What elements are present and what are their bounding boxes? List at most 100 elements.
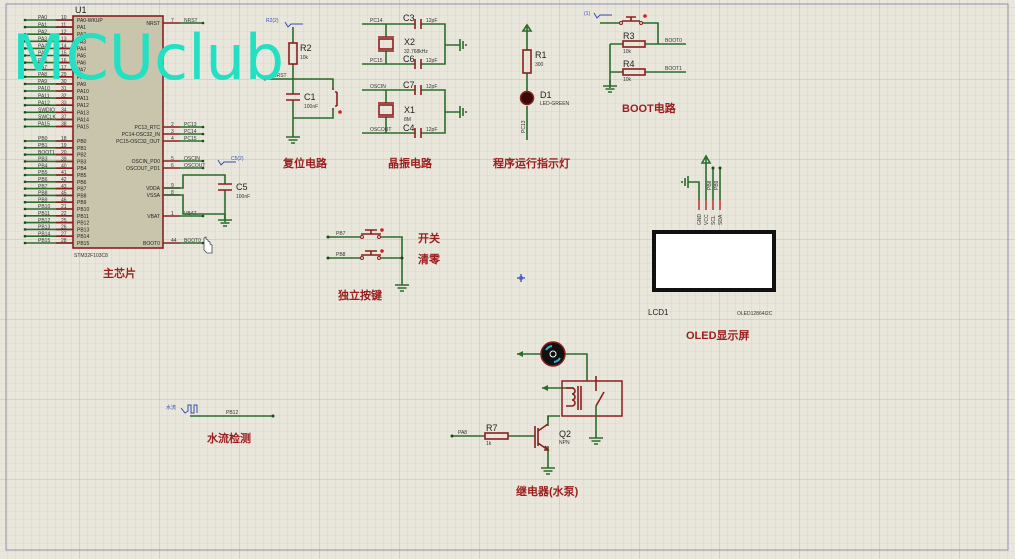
mcu-pin-name: PB1 (77, 146, 87, 152)
oled-display[interactable]: PB8 PB9 GND VCC SCL SDA LCD1 OLED12864I2… (648, 154, 776, 342)
mcu-pin-number: 33 (61, 100, 67, 106)
r1-ref: R1 (535, 50, 547, 60)
oled-screen[interactable] (652, 230, 776, 292)
x1-value: 8M (404, 117, 411, 123)
watermark-logo: MCUclub (12, 21, 284, 94)
mcu-pin-number: 46 (61, 197, 67, 203)
r3-ref: R3 (623, 31, 635, 41)
c3-value: 12pF (426, 18, 437, 24)
mcu-pin-net: SWCLK (38, 115, 56, 121)
mcu-body[interactable] (72, 15, 164, 249)
mcu-pin-name: VBAT (147, 214, 160, 220)
led-d1[interactable] (519, 90, 535, 106)
crystal-title: 晶振电路 (388, 156, 433, 170)
led-circuit[interactable]: R1 300 D1 LED-GREEN PC13 程序运行指示灯 (493, 23, 570, 170)
mcu-pin-name: PB12 (77, 221, 89, 227)
mcu-pin-name: NRST (146, 21, 160, 27)
mcu-pin-net: PA15 (38, 122, 50, 128)
mcu-pin-number: 31 (61, 86, 67, 92)
c6-value: 12pF (426, 58, 437, 64)
mcu-pin-number: 22 (61, 211, 67, 217)
mcu-pin-net: PA7 (38, 65, 47, 71)
pc14-net: PC14 (370, 18, 383, 24)
c6-ref: C6 (403, 54, 415, 64)
c5-probe: C5(2) (231, 156, 244, 162)
mcu-pin-net: PA6 (38, 58, 47, 64)
mcu-pin-number: 26 (61, 225, 67, 231)
mcu-pin-name: PB11 (77, 214, 89, 220)
mcu-pin-name: PA0-WKUP (77, 18, 103, 24)
mcu-pin-net: PA12 (38, 100, 50, 106)
boot-title: BOOT电路 (622, 101, 677, 115)
relay-circuit[interactable]: PA8 R7 1k Q2 NPN 继电器(水泵) (450, 341, 623, 498)
pump-motor[interactable] (540, 341, 566, 367)
mcu-pin-number: 4 (171, 136, 174, 142)
flow-source-label: 水流 (166, 404, 176, 411)
r7-ref: R7 (486, 423, 498, 433)
pb8-net: PB8 (336, 252, 346, 258)
boot-circuit[interactable]: (1) R3 10k R4 10k BOOT0 BOOT1 BOOT电路 (584, 11, 686, 115)
crystal-circuit[interactable]: PC14 PC15 OSCIN OSCOUT C3 12pF C6 12pF C… (362, 13, 467, 170)
mcu-pin-net: PB0 (38, 136, 48, 142)
mcu-pin-name: PB15 (77, 241, 89, 247)
mcu-pin-number: 30 (61, 79, 67, 85)
reset-circuit[interactable]: R2(2) R2 10k NRST C1 100nF 复位电路 (263, 18, 342, 170)
flow-sensor[interactable]: 水流 PB12 水流检测 (166, 404, 275, 445)
c7-ref: C7 (403, 80, 415, 90)
mcu-pin-net: PB1 (38, 143, 48, 149)
mcu-pin-net: PB9 (38, 197, 48, 203)
key-clear-label: 清零 (418, 252, 441, 266)
mcu-pin-number: 43 (61, 184, 67, 190)
mcu-pin-net: PA5 (38, 51, 47, 57)
c5-capacitor[interactable]: C5(2) C5 100nF (163, 156, 250, 227)
key-circuit[interactable]: PB7 PB8 开关 清零 独立按键 (326, 228, 441, 302)
mcu-pin-net: PA1 (38, 22, 47, 28)
mcu-pin-net: PB14 (38, 231, 50, 237)
mcu-pin-name: PB4 (77, 166, 87, 172)
mcu-pin-name: BOOT0 (143, 241, 160, 247)
reset-title: 复位电路 (282, 156, 328, 170)
relay-body[interactable] (561, 380, 623, 417)
